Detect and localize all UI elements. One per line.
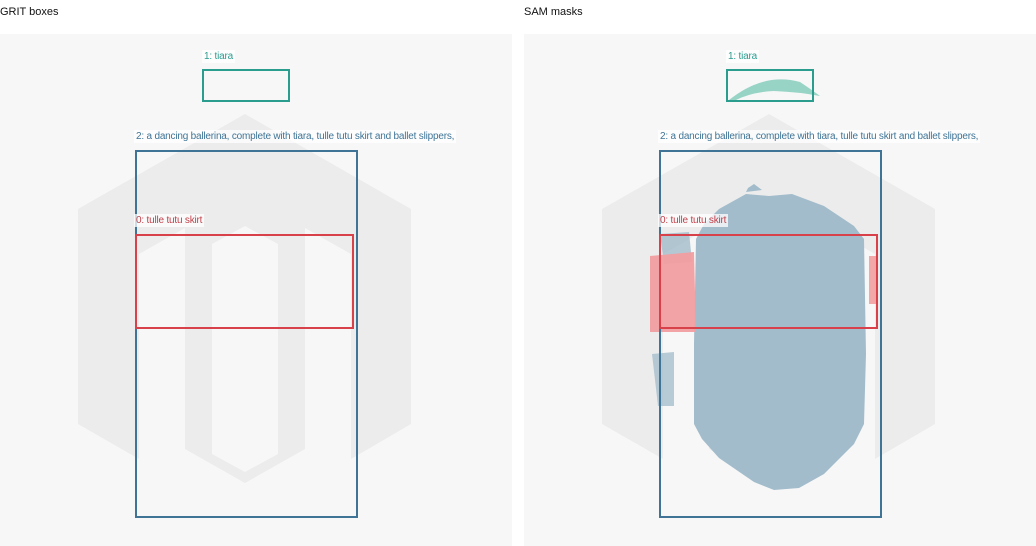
- ballerina-box-label: 2: a dancing ballerina, complete with ti…: [658, 130, 981, 143]
- panel-title-grit: GRIT boxes: [0, 6, 59, 18]
- tiara-box-label: 1: tiara: [202, 50, 235, 63]
- skirt-box: [659, 234, 878, 329]
- tiara-box: [202, 69, 290, 102]
- skirt-box: [135, 234, 354, 329]
- segmentation-masks: [650, 79, 878, 490]
- grit-boxes-panel: 1: tiara 2: a dancing ballerina, complet…: [0, 34, 512, 546]
- ballerina-box-label: 2: a dancing ballerina, complete with ti…: [134, 130, 457, 143]
- ballerina-mask: [694, 194, 866, 490]
- skirt-box-label: 0: tulle tutu skirt: [658, 214, 729, 227]
- skirt-box-label: 0: tulle tutu skirt: [134, 214, 205, 227]
- ballerina-box: [135, 150, 358, 518]
- ballerina-box: [659, 150, 882, 518]
- sam-masks-panel: 1: tiara 2: a dancing ballerina, complet…: [524, 34, 1036, 546]
- watermark-logo: [78, 114, 411, 483]
- panel-title-sam: SAM masks: [524, 6, 583, 18]
- tiara-mask: [729, 79, 820, 100]
- skirt-mask: [650, 252, 696, 332]
- tiara-box: [726, 69, 814, 102]
- tiara-box-label: 1: tiara: [726, 50, 759, 63]
